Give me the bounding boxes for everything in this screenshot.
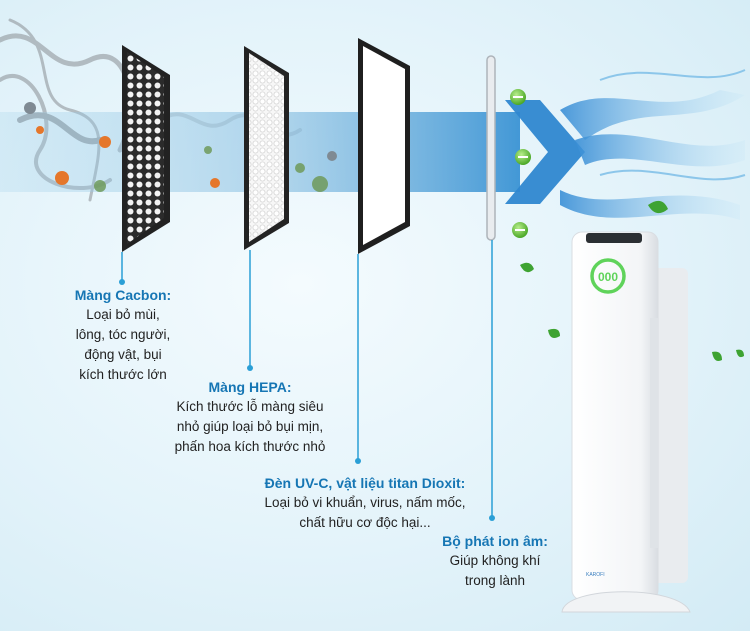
leader-lines	[119, 240, 495, 521]
label-hepa-title: Màng HEPA:	[208, 379, 292, 395]
device-display-value: 000	[598, 270, 618, 284]
clean-air-flow	[505, 69, 746, 220]
label-hepa: Màng HEPA: Kích thước lỗ màng siêu nhỏ g…	[150, 377, 350, 457]
ion-particle-icon	[512, 222, 528, 238]
label-uvc-title: Đèn UV-C, vật liệu titan Dioxit:	[264, 475, 466, 491]
device-brand: KAROFI	[586, 572, 605, 578]
uvc-filter	[358, 38, 410, 254]
leaf-icon	[520, 200, 744, 361]
label-carbon-desc: Loại bỏ mùi, lông, tóc người, động vật, …	[75, 307, 171, 382]
bacteria-icon	[94, 146, 328, 192]
label-carbon: Màng Cacbon: Loại bỏ mùi, lông, tóc ngườ…	[58, 285, 188, 385]
carbon-filter	[122, 45, 170, 252]
label-hepa-desc: Kích thước lỗ màng siêu nhỏ giúp loại bỏ…	[174, 399, 326, 454]
ion-particle-icon	[510, 89, 526, 105]
label-ion: Bộ phát ion âm: Giúp không khí trong làn…	[420, 531, 570, 591]
label-ion-desc: Giúp không khí trong lành	[449, 553, 541, 588]
label-carbon-title: Màng Cacbon:	[74, 287, 172, 303]
virus-icon	[24, 102, 337, 161]
ion-generator-rod	[486, 55, 496, 241]
ion-particle-icon	[515, 149, 531, 165]
pollutant-particles	[24, 102, 337, 192]
hepa-filter	[244, 46, 289, 250]
label-ion-title: Bộ phát ion âm:	[442, 533, 548, 549]
label-uvc-desc: Loại bỏ vi khuẩn, virus, nấm mốc, chất h…	[264, 495, 466, 530]
label-uvc: Đèn UV-C, vật liệu titan Dioxit: Loại bỏ…	[230, 473, 500, 533]
negative-ions	[510, 89, 531, 238]
device-display-ring	[590, 258, 626, 294]
dust-particle-icon	[36, 126, 220, 188]
air-purifier-device: 000 KAROFI	[561, 231, 691, 613]
